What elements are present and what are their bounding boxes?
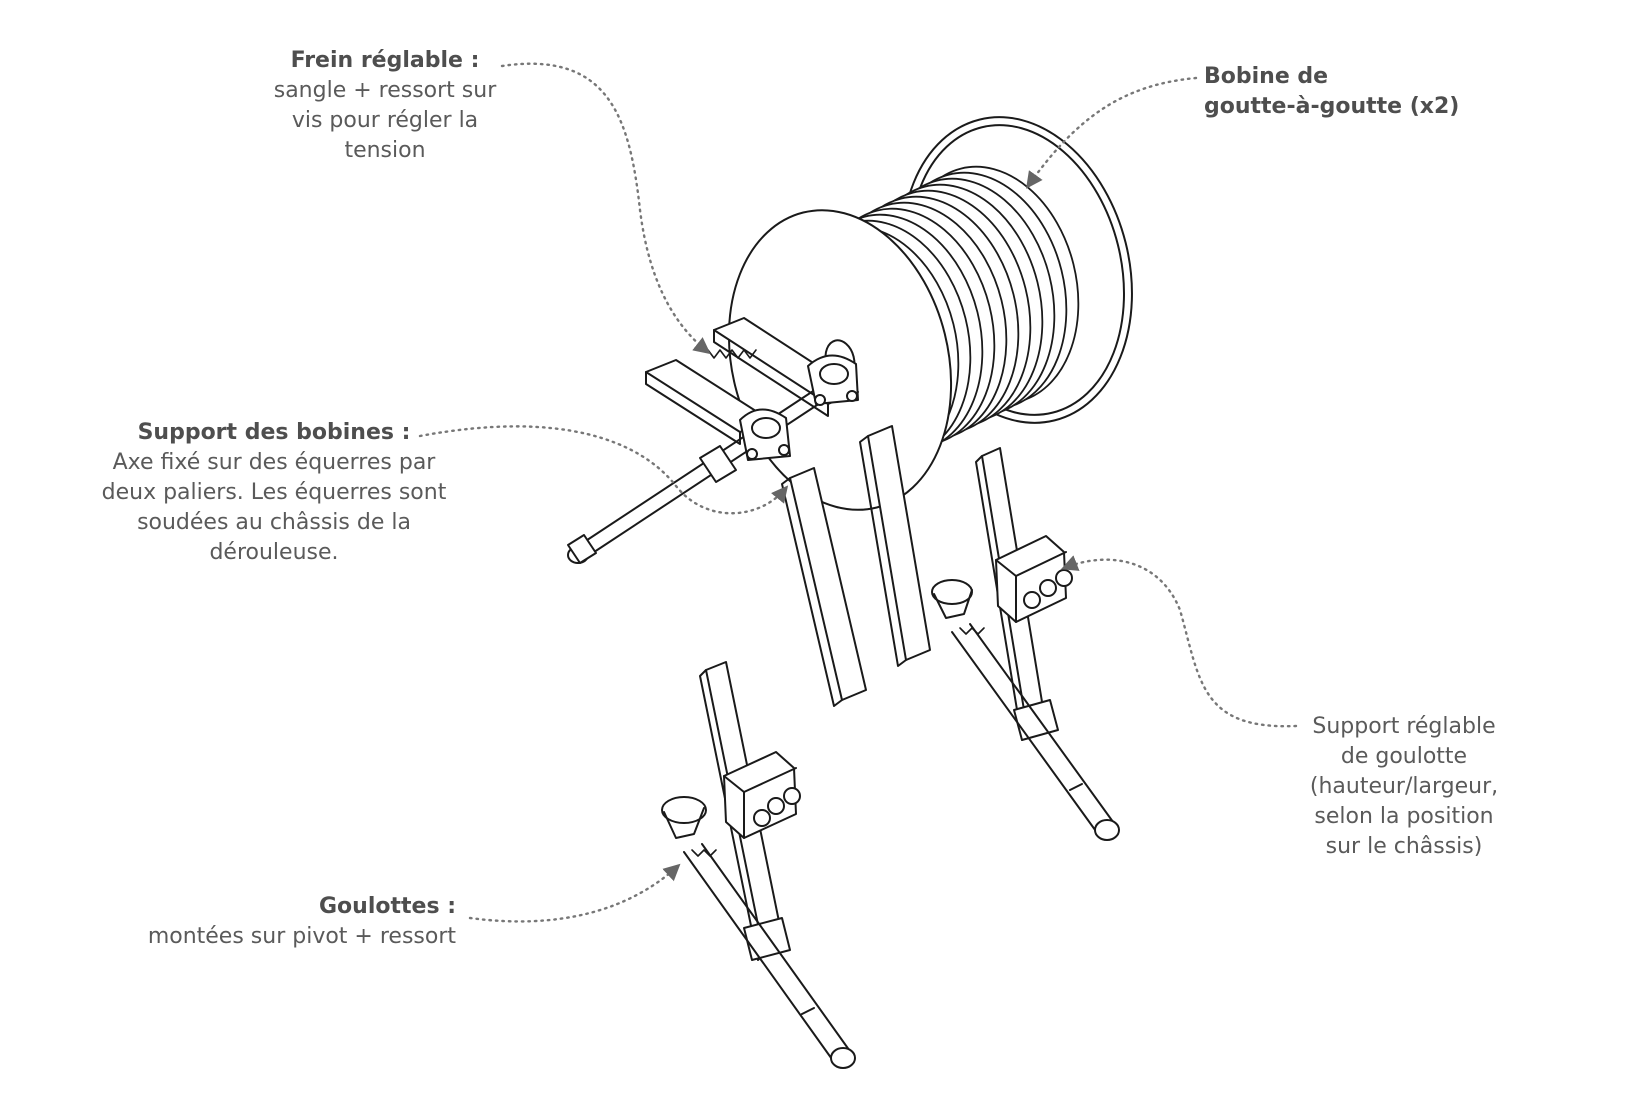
leader-bobine [1026, 76, 1198, 189]
label-support-goulotte-line: sur le châssis) [1325, 834, 1483, 859]
label-frein-title: Frein réglable : [290, 48, 480, 73]
label-goulottes-line: montées sur pivot + ressort [147, 924, 456, 949]
label-goulottes: Goulottes : montées sur pivot + ressort [100, 892, 456, 952]
label-goulottes-title: Goulottes : [319, 894, 456, 919]
label-support-bobines-line: soudées au châssis de la [137, 510, 411, 535]
label-frein-line: sangle + ressort sur [273, 78, 497, 103]
label-support-goulotte-line: de goulotte [1340, 744, 1468, 769]
leader-lines [418, 62, 1298, 923]
label-frein: Frein réglable : sangle + ressort sur vi… [250, 46, 520, 166]
reel [727, 116, 1133, 511]
brake-spring [707, 349, 757, 359]
label-bobine-title: goutte-à-goutte (x2) [1204, 94, 1460, 119]
label-support-goulotte-line: Support réglable [1312, 714, 1496, 739]
leader-goulottes [468, 863, 681, 923]
leader-support-goulotte [1060, 555, 1298, 728]
leader-frein [500, 62, 711, 355]
label-support-bobines-title: Support des bobines : [137, 420, 411, 445]
label-support-bobines: Support des bobines : Axe fixé sur des é… [84, 418, 464, 568]
label-bobine: Bobine de goutte-à-goutte (x2) [1204, 62, 1524, 122]
label-support-goulotte-line: (hauteur/largeur, [1309, 774, 1499, 799]
label-frein-line: tension [344, 138, 426, 163]
goulotte-left [661, 661, 856, 1069]
label-support-bobines-line: deux paliers. Les équerres sont [101, 480, 447, 505]
leader-support-bobines [418, 425, 789, 515]
goulotte-right [931, 447, 1120, 841]
label-support-goulotte: Support réglable de goulotte (hauteur/la… [1294, 712, 1514, 862]
reel-support [567, 317, 931, 707]
label-support-bobines-line: Axe fixé sur des équerres par [112, 450, 436, 475]
label-support-goulotte-line: selon la position [1314, 804, 1494, 829]
label-support-bobines-line: dérouleuse. [209, 540, 339, 565]
label-frein-line: vis pour régler la [291, 108, 479, 133]
bearing-right [807, 354, 859, 406]
label-bobine-title: Bobine de [1204, 64, 1329, 89]
bearing-left [739, 408, 791, 461]
